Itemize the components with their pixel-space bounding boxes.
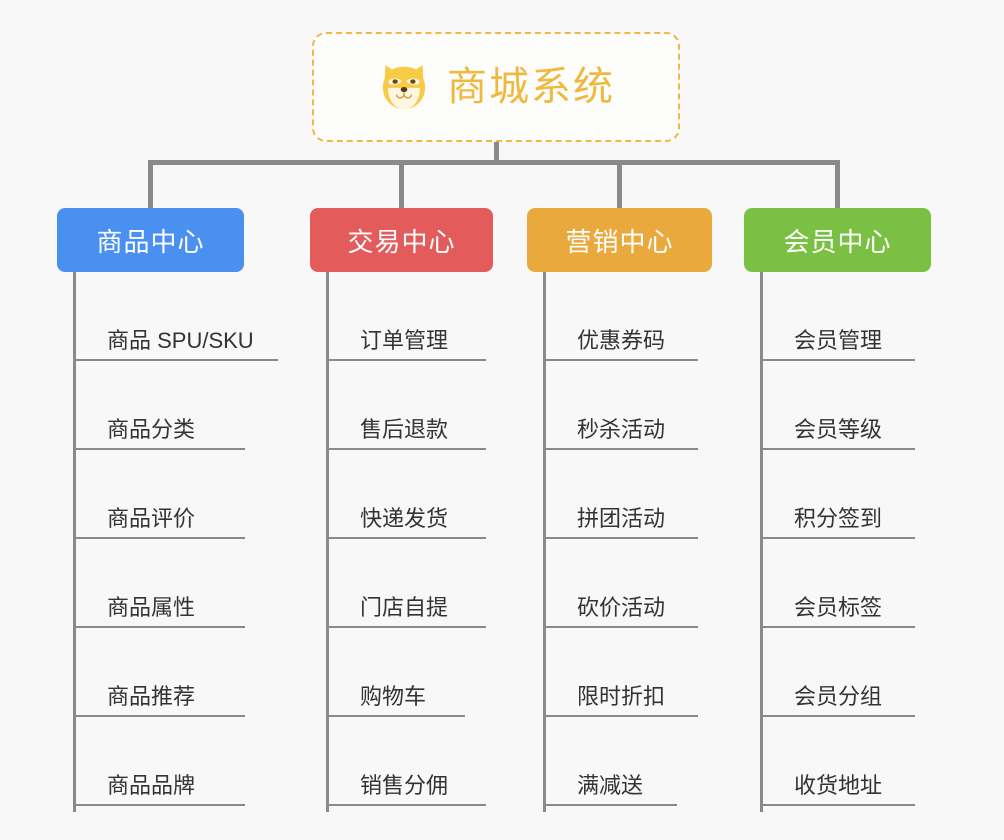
branch-trunk-4 [760,272,763,812]
leaf-label: 优惠券码 [577,327,666,353]
leaf-item[interactable]: 收货地址 [760,717,915,806]
root-node[interactable]: 商城系统 [312,32,680,142]
leaf-item[interactable]: 限时折扣 [543,628,698,717]
leaf-label: 会员标签 [794,594,883,620]
shiba-dog-face-icon [382,65,426,109]
connector-drop-1 [148,160,153,210]
leaf-label: 限时折扣 [577,683,666,709]
connector-drop-4 [835,160,840,210]
branch-body-1: 商品 SPU/SKU 商品分类 商品评价 商品属性 商品推荐 商品品牌 [57,272,278,812]
leaf-item[interactable]: 商品属性 [73,539,245,628]
leaf-item[interactable]: 会员分组 [760,628,915,717]
connector-drop-3 [617,160,622,210]
branch-trunk-2 [326,272,329,812]
leaf-label: 购物车 [360,683,427,709]
leaf-item[interactable]: 会员等级 [760,361,915,450]
branch-column-3: 营销中心 优惠券码 秒杀活动 拼团活动 砍价活动 限时折扣 满减送 [527,208,712,812]
leaf-label: 砍价活动 [577,594,666,620]
leaf-item[interactable]: 拼团活动 [543,450,698,539]
leaf-label: 快递发货 [360,505,449,531]
leaf-item[interactable]: 快递发货 [326,450,486,539]
leaf-label: 商品评价 [107,505,196,531]
leaf-label: 会员分组 [794,683,883,709]
branch-header-label-1: 商品中心 [96,226,205,257]
leaf-label: 商品分类 [107,416,196,442]
connector-root-stem [494,142,499,164]
leaf-item[interactable]: 商品 SPU/SKU [73,272,278,361]
branch-column-2: 交易中心 订单管理 售后退款 快递发货 门店自提 购物车 销售分佣 [310,208,493,812]
connector-horizontal-bus [148,160,840,165]
leaf-label: 售后退款 [360,416,449,442]
branch-column-1: 商品中心 商品 SPU/SKU 商品分类 商品评价 商品属性 商品推荐 商品品牌 [57,208,278,812]
connector-drop-2 [399,160,404,210]
leaf-label: 商品属性 [107,594,196,620]
leaf-item[interactable]: 满减送 [543,717,677,806]
branch-body-2: 订单管理 售后退款 快递发货 门店自提 购物车 销售分佣 [310,272,493,812]
branch-trunk-3 [543,272,546,812]
leaf-item[interactable]: 会员标签 [760,539,915,628]
leaf-item[interactable]: 积分签到 [760,450,915,539]
leaf-item[interactable]: 商品评价 [73,450,245,539]
branch-body-3: 优惠券码 秒杀活动 拼团活动 砍价活动 限时折扣 满减送 [527,272,712,812]
leaf-label: 商品推荐 [107,683,196,709]
branch-body-4: 会员管理 会员等级 积分签到 会员标签 会员分组 收货地址 [744,272,931,812]
leaf-item[interactable]: 秒杀活动 [543,361,698,450]
branch-header-4[interactable]: 会员中心 [744,208,931,272]
leaf-label: 订单管理 [360,327,449,353]
leaf-item[interactable]: 会员管理 [760,272,915,361]
leaf-item[interactable]: 售后退款 [326,361,486,450]
branch-header-label-3: 营销中心 [565,226,674,257]
leaf-label: 门店自提 [360,594,449,620]
branch-header-label-2: 交易中心 [347,226,456,257]
leaf-item[interactable]: 购物车 [326,628,465,717]
branch-header-2[interactable]: 交易中心 [310,208,493,272]
leaf-label: 积分签到 [794,505,883,531]
leaf-label: 拼团活动 [577,505,666,531]
leaf-label: 秒杀活动 [577,416,666,442]
branch-trunk-1 [73,272,76,812]
leaf-item[interactable]: 商品分类 [73,361,245,450]
branch-column-4: 会员中心 会员管理 会员等级 积分签到 会员标签 会员分组 收货地址 [744,208,931,812]
leaf-label: 收货地址 [794,772,883,798]
branch-header-label-4: 会员中心 [783,226,892,257]
leaf-item[interactable]: 门店自提 [326,539,486,628]
leaf-label: 商品品牌 [107,772,196,798]
leaf-item[interactable]: 商品推荐 [73,628,245,717]
leaf-item[interactable]: 商品品牌 [73,717,245,806]
leaf-item[interactable]: 销售分佣 [326,717,486,806]
leaf-label: 销售分佣 [360,772,449,798]
leaf-item[interactable]: 优惠券码 [543,272,698,361]
root-label: 商城系统 [447,65,615,109]
leaf-item[interactable]: 砍价活动 [543,539,698,628]
leaf-label: 满减送 [577,772,644,798]
leaf-label: 会员等级 [794,416,883,442]
leaf-label: 商品 SPU/SKU [107,327,254,353]
branch-header-1[interactable]: 商品中心 [57,208,244,272]
leaf-label: 会员管理 [794,327,883,353]
leaf-item[interactable]: 订单管理 [326,272,486,361]
branch-header-3[interactable]: 营销中心 [527,208,712,272]
